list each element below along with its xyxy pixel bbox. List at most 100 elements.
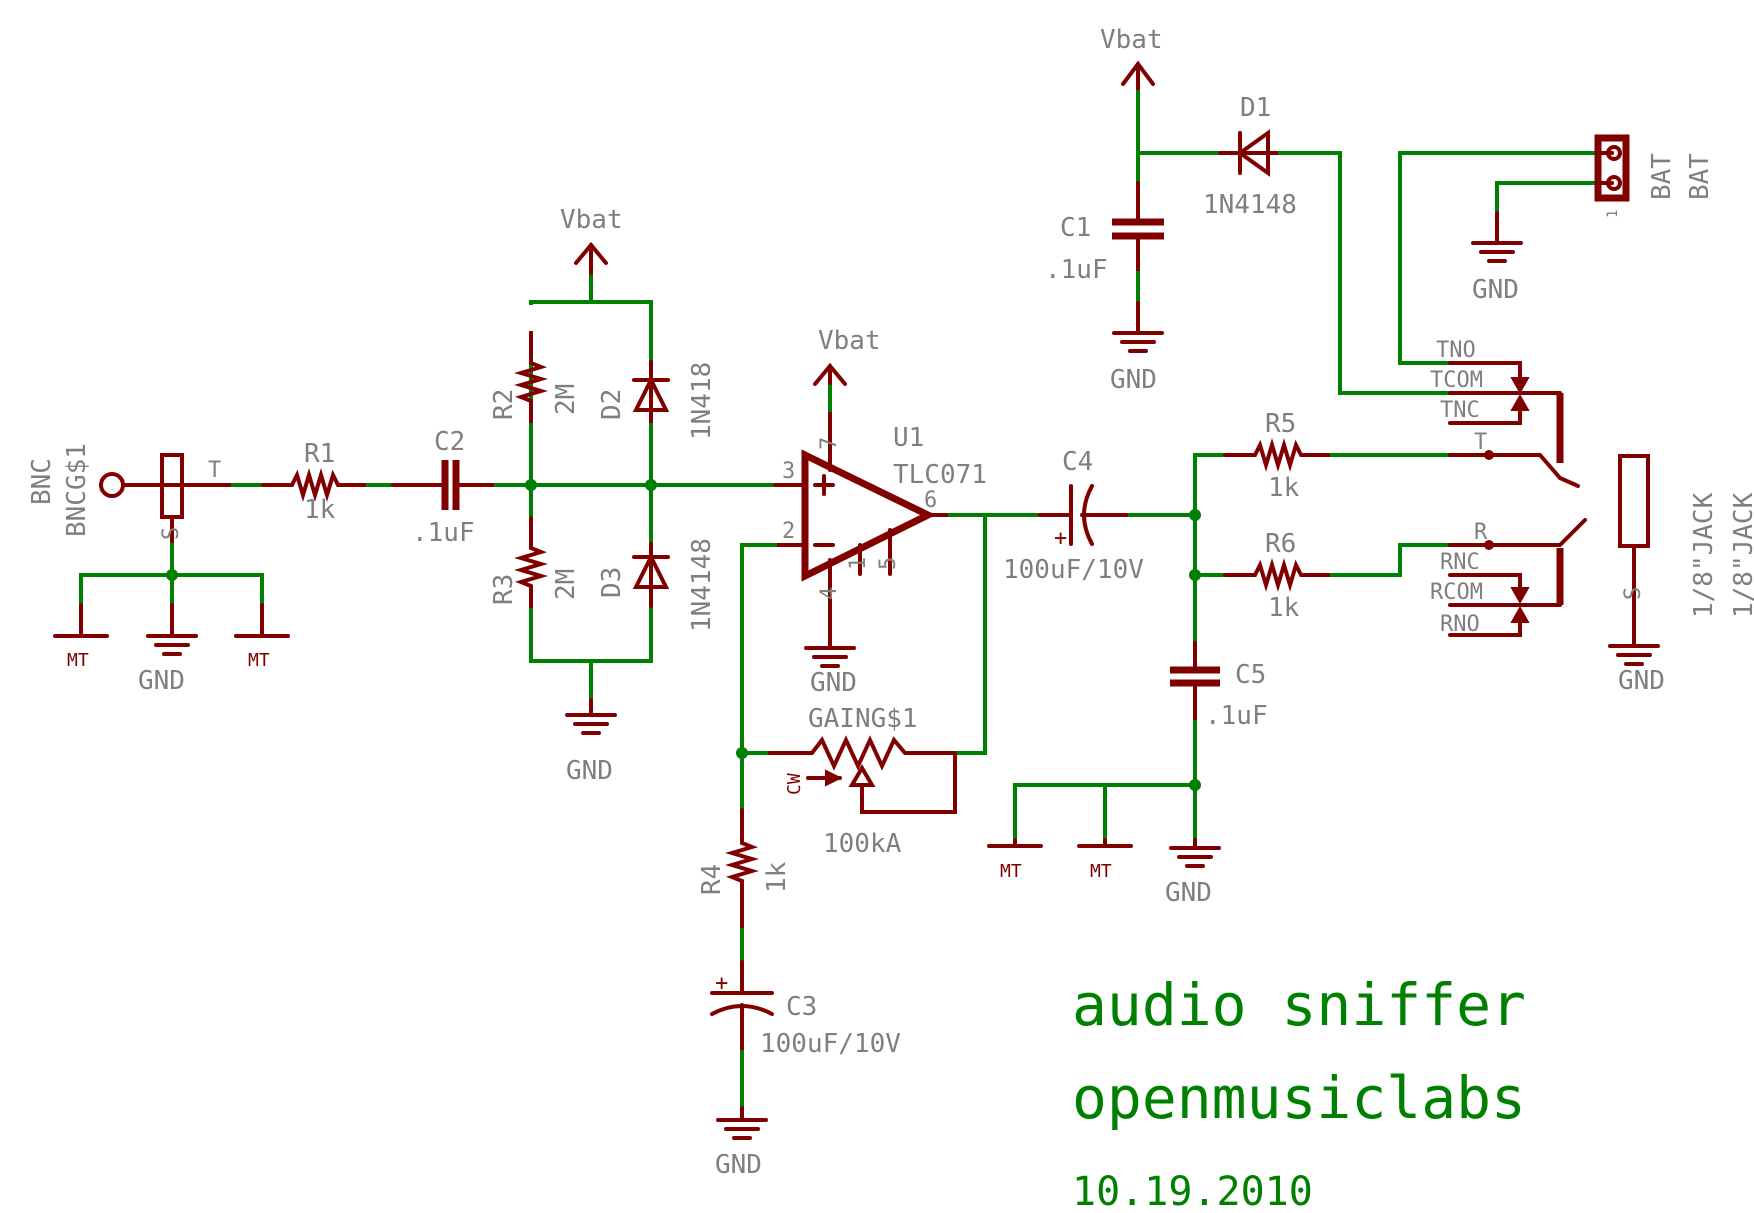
svg-text:2M: 2M bbox=[551, 569, 581, 600]
jack-sleeve-icon bbox=[1618, 454, 1650, 548]
svg-text:3: 3 bbox=[782, 459, 795, 484]
switch-arrow-icon bbox=[1510, 605, 1530, 623]
svg-text:D2: D2 bbox=[597, 389, 627, 420]
diode-icon bbox=[632, 375, 670, 412]
resistor-r1: R1 1k bbox=[261, 439, 370, 525]
svg-text:RNO: RNO bbox=[1440, 612, 1480, 637]
svg-text:1N4148: 1N4148 bbox=[1203, 190, 1297, 220]
potentiometer-gain: CW GAING$1 100kA bbox=[768, 704, 957, 859]
vbat-symbol: Vbat bbox=[560, 205, 623, 275]
vbat-symbol: Vbat bbox=[813, 326, 881, 386]
resistor-icon bbox=[261, 468, 370, 502]
gnd-symbol: GND bbox=[1165, 838, 1221, 908]
diode-d3: D3 1N4148 bbox=[597, 538, 717, 632]
svg-text:1/8"JACK: 1/8"JACK bbox=[1689, 492, 1719, 618]
svg-text:GND: GND bbox=[1472, 275, 1519, 305]
svg-text:GND: GND bbox=[1165, 878, 1212, 908]
capacitor-c2: C2 .1uF bbox=[391, 427, 498, 548]
resistor-icon bbox=[1223, 438, 1334, 472]
gnd-symbol: GND bbox=[804, 638, 857, 698]
svg-text:GND: GND bbox=[810, 668, 857, 698]
svg-text:RNC: RNC bbox=[1440, 550, 1480, 575]
svg-text:.1uF: .1uF bbox=[412, 518, 475, 548]
svg-text:TCOM: TCOM bbox=[1430, 368, 1483, 393]
svg-text:MT: MT bbox=[1090, 861, 1112, 882]
resistor-icon bbox=[514, 516, 548, 612]
resistor-icon bbox=[514, 331, 548, 427]
svg-text:GND: GND bbox=[1110, 365, 1157, 395]
audio-jack: TNO TCOM TNC T R RNC RCOM RNO S 1/8"JACK… bbox=[1430, 338, 1754, 642]
svg-text:RCOM: RCOM bbox=[1430, 580, 1483, 605]
svg-text:5: 5 bbox=[876, 557, 901, 570]
junction-dot bbox=[1189, 509, 1201, 521]
svg-text:+: + bbox=[1054, 526, 1067, 551]
svg-text:2M: 2M bbox=[551, 384, 581, 415]
schematic-date: 10.19.2010 bbox=[1072, 1169, 1313, 1213]
resistor-icon bbox=[1223, 558, 1334, 592]
switch-arrow-icon bbox=[1510, 393, 1530, 411]
opamp-u1: 3 2 7 4 1 5 6 U1 TLC071 bbox=[773, 408, 987, 642]
connector-body-icon bbox=[1594, 134, 1630, 202]
svg-text:MT: MT bbox=[1000, 861, 1022, 882]
svg-text:D3: D3 bbox=[597, 567, 627, 598]
bnc-value: BNCG$1 bbox=[62, 443, 92, 537]
gnd-symbol: GND bbox=[138, 603, 198, 696]
svg-text:T: T bbox=[1474, 430, 1487, 455]
svg-text:4: 4 bbox=[817, 587, 842, 600]
svg-text:R: R bbox=[1474, 520, 1488, 545]
svg-text:C4: C4 bbox=[1062, 447, 1093, 477]
svg-text:R3: R3 bbox=[489, 574, 519, 605]
svg-text:+: + bbox=[715, 971, 728, 996]
gnd-symbol: GND bbox=[565, 698, 617, 786]
diode-d1: D1 1N4148 bbox=[1203, 93, 1297, 220]
resistor-r3: R3 2M bbox=[489, 516, 581, 612]
resistor-r5: R5 1k bbox=[1223, 409, 1334, 503]
svg-text:100uF/10V: 100uF/10V bbox=[1003, 555, 1144, 585]
switch-arrow-icon bbox=[1510, 587, 1530, 605]
svg-text:CW: CW bbox=[784, 773, 805, 795]
svg-text:R2: R2 bbox=[489, 389, 519, 420]
svg-text:1/8"JACK: 1/8"JACK bbox=[1729, 492, 1754, 618]
svg-text:Vbat: Vbat bbox=[818, 326, 881, 356]
svg-text:.1uF: .1uF bbox=[1045, 255, 1108, 285]
svg-text:GND: GND bbox=[1618, 666, 1665, 696]
svg-text:TLC071: TLC071 bbox=[893, 460, 987, 490]
mt-symbol: MT bbox=[234, 603, 290, 671]
capacitor-c4: + C4 100uF/10V bbox=[1003, 447, 1144, 585]
svg-text:C1: C1 bbox=[1060, 213, 1091, 243]
mt-symbol: MT bbox=[987, 838, 1043, 882]
resistor-icon bbox=[725, 808, 759, 932]
svg-text:R1: R1 bbox=[304, 439, 335, 469]
battery-connector: 1 BAT BAT bbox=[1594, 134, 1715, 218]
bnc-terminal-icon bbox=[99, 472, 125, 498]
junction-dot bbox=[645, 479, 657, 491]
svg-text:S: S bbox=[1621, 587, 1646, 600]
svg-text:U1: U1 bbox=[893, 423, 924, 453]
svg-text:6: 6 bbox=[924, 488, 937, 513]
switch-arrow-icon bbox=[1510, 377, 1530, 395]
svg-text:GAING$1: GAING$1 bbox=[808, 704, 918, 734]
capacitor-c1: C1 .1uF bbox=[1045, 181, 1164, 285]
svg-text:Vbat: Vbat bbox=[1100, 25, 1163, 55]
bnc-connector: T S BNC BNCG$1 bbox=[27, 443, 235, 547]
svg-text:1k: 1k bbox=[1268, 473, 1300, 503]
resistor-r6: R6 1k bbox=[1223, 529, 1334, 623]
vbat-arrow-icon bbox=[574, 241, 608, 265]
diode-icon bbox=[632, 552, 670, 589]
svg-text:1N418: 1N418 bbox=[687, 362, 717, 440]
vbat-symbol: Vbat bbox=[1100, 25, 1163, 94]
opamp-triangle-icon bbox=[801, 449, 936, 582]
connector-pin-icon bbox=[1606, 175, 1622, 191]
junction-dot bbox=[166, 569, 178, 581]
bnc-pin-t: T bbox=[208, 458, 221, 483]
diode-d2: D2 1N418 bbox=[597, 360, 717, 440]
potentiometer-icon bbox=[768, 735, 957, 771]
svg-text:GND: GND bbox=[715, 1150, 762, 1180]
capacitor-c5: C5 .1uF bbox=[1170, 641, 1268, 731]
capacitor-c3: + C3 100uF/10V bbox=[710, 960, 901, 1059]
svg-text:1N4148: 1N4148 bbox=[687, 538, 717, 632]
svg-text:1k: 1k bbox=[762, 861, 792, 893]
bnc-name: BNC bbox=[27, 458, 57, 505]
gnd-symbol: GND bbox=[715, 1106, 768, 1180]
